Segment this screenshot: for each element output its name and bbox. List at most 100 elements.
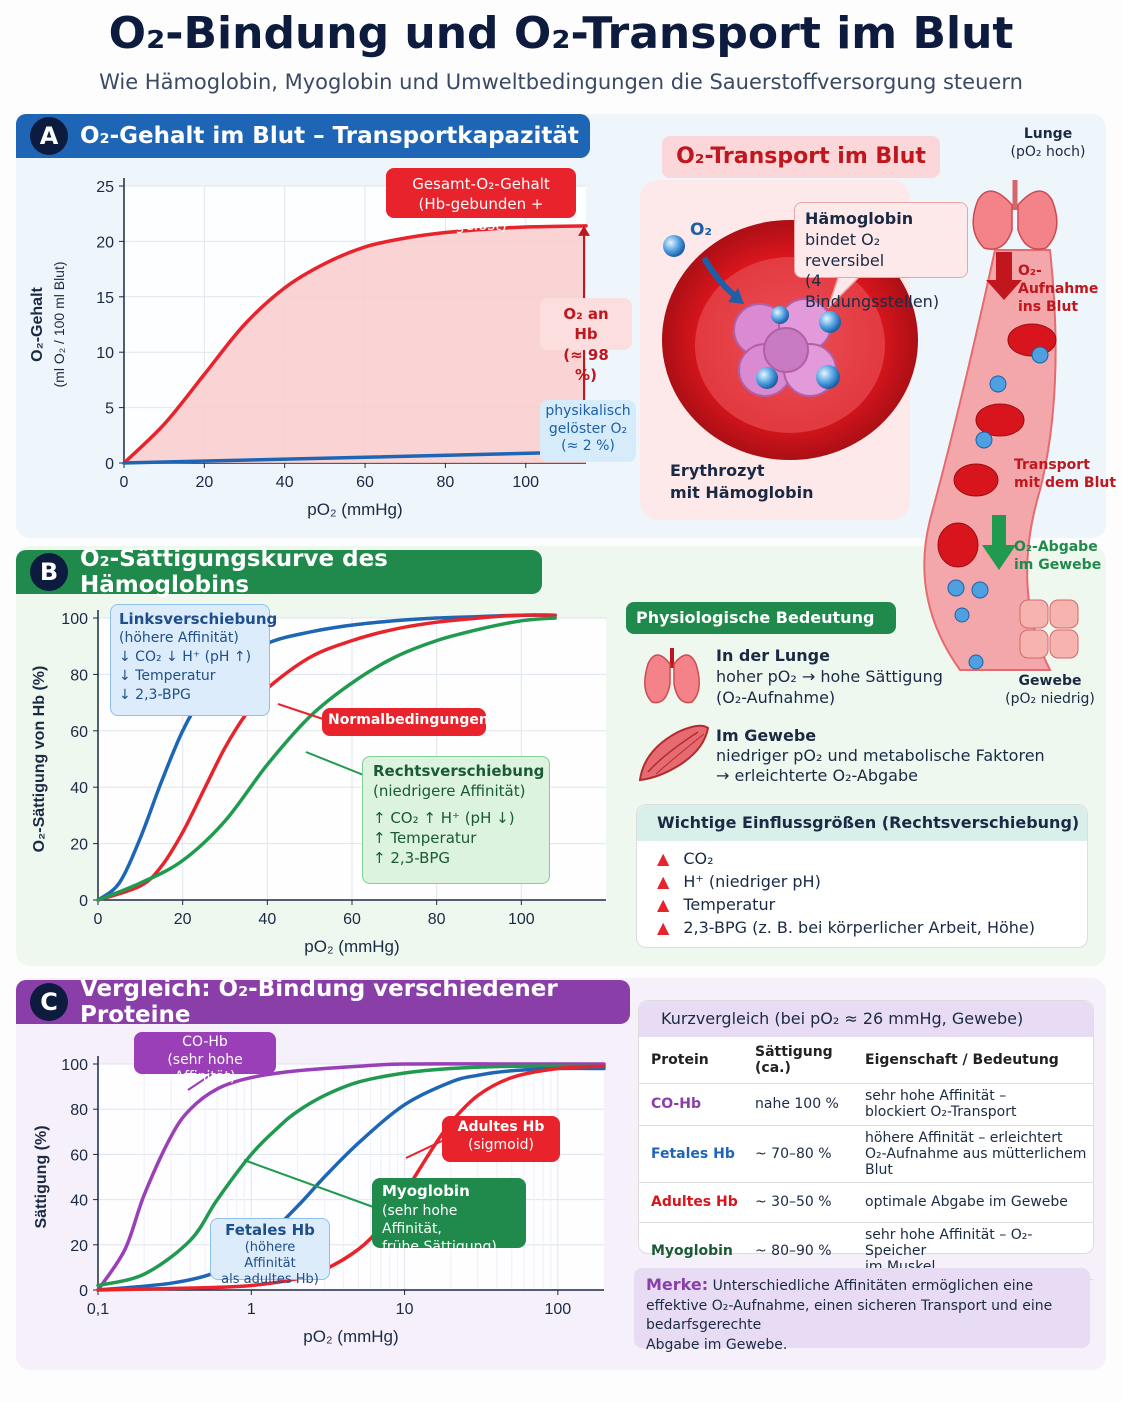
right-shift-box: Rechtsverschiebung (niedrigere Affinität…: [362, 756, 550, 884]
merke-line2: effektive O₂-Aufnahme, einen sicheren Tr…: [646, 1297, 1053, 1334]
lung-label-2: (pO₂ hoch): [1010, 143, 1086, 160]
cell-prop: optimale Abgabe im Gewebe: [859, 1182, 1093, 1223]
transport-label: Transport mit dem Blut: [1014, 456, 1116, 492]
uptake-label-2: ins Blut: [1018, 299, 1079, 316]
y-tick-label: 40: [70, 1193, 88, 1210]
cell-prop-2: blockiert O₂-Transport: [865, 1104, 1017, 1120]
page-subtitle: Wie Hämoglobin, Myoglobin und Umweltbedi…: [99, 70, 1023, 94]
factor-text: 2,3-BPG (z. B. bei körperlicher Arbeit, …: [683, 918, 1035, 937]
y-axis-label: O₂-Sättigung von Hb (%): [31, 666, 48, 853]
y-tick-label: 15: [96, 290, 114, 307]
comparison-header-text: Kurzvergleich (bei pO₂ ≈ 26 mmHg, Gewebe…: [661, 1009, 1024, 1028]
x-tick-label: 100: [508, 911, 535, 928]
y-tick-label: 0: [79, 1283, 88, 1300]
table-header-row: Protein Sättigung(ca.) Eigenschaft / Bed…: [639, 1037, 1093, 1084]
physio-tissue: Im Gewebe niedriger pO₂ und metabolische…: [716, 726, 1045, 786]
col-sat-a: Sättigung: [755, 1043, 833, 1060]
ery-label-2: mit Hämoglobin: [670, 483, 814, 503]
up-arrow-icon: ▲: [657, 872, 670, 891]
tissue-label-2: (pO₂ niedrig): [1005, 691, 1095, 708]
muscle-icon: [638, 724, 710, 782]
y-tick-label: 100: [61, 1057, 88, 1074]
label-cohb-2: (sehr hohe Affinität): [167, 1051, 243, 1086]
col-sat-b: (ca.): [755, 1059, 791, 1076]
lung-icon: [972, 180, 1058, 250]
physio-tissue-title: Im Gewebe: [716, 726, 817, 745]
comparison-header: Kurzvergleich (bei pO₂ ≈ 26 mmHg, Gewebe…: [639, 1001, 1093, 1037]
label-cohb-1: CO-Hb: [182, 1034, 228, 1050]
x-tick-label: 0: [94, 911, 103, 928]
section-c-header: C Vergleich: O₂-Bindung verschiedener Pr…: [16, 976, 630, 1028]
page-title: O₂-Bindung und O₂-Transport im Blut: [108, 8, 1014, 59]
annotation-dissolved-line2: gelöster O₂: [548, 420, 628, 437]
left-shift-title: Linksverschiebung: [119, 610, 278, 628]
series-line: [96, 1062, 606, 1292]
series-line: [96, 616, 557, 902]
y-tick-label: 100: [61, 611, 88, 628]
tissue-icon: [1019, 599, 1079, 659]
section-b-title: O₂-Sättigungskurve des Hämoglobins: [80, 546, 388, 598]
physio-lung-line1: hoher pO₂ → hohe Sättigung: [716, 666, 943, 686]
cell-sat: ~ 30–50 %: [749, 1182, 859, 1223]
merke-title: Merke:: [646, 1275, 709, 1294]
table-row: Adultes Hb ~ 30–50 % optimale Abgabe im …: [639, 1182, 1093, 1223]
x-tick-label: 40: [258, 911, 276, 928]
x-tick-label: 10: [396, 1301, 414, 1318]
right-shift-line3: ↑ 2,3-BPG: [373, 849, 451, 867]
cell-prop-1: höhere Affinität – erleichtert: [865, 1129, 1063, 1146]
x-tick-label: 0: [120, 474, 129, 491]
y-axis-label: Sättigung (%): [33, 1125, 50, 1228]
x-tick-label: 1: [247, 1301, 256, 1318]
blood-vessel-illustration: [923, 180, 1079, 671]
cell-protein: Adultes Hb: [639, 1182, 749, 1223]
y-tick-label: 25: [96, 179, 114, 196]
physio-header: Physiologische Bedeutung: [626, 602, 896, 634]
lung-small-icon: [644, 648, 700, 704]
section-a-letter: A: [30, 117, 68, 155]
factor-item: ▲Temperatur: [657, 893, 1067, 916]
label-fetal-1: Fetales Hb: [225, 1221, 315, 1239]
release-label: O₂-Abgabe im Gewebe: [1014, 538, 1101, 574]
factor-text: H⁺ (niedriger pH): [683, 872, 821, 891]
cell-sat: ~ 70–80 %: [749, 1125, 859, 1183]
tissue-label-1: Gewebe: [1018, 673, 1082, 689]
left-shift-box: Linksverschiebung (höhere Affinität) ↓ C…: [110, 604, 278, 716]
label-myo-3: frühe Sättigung): [382, 1238, 497, 1255]
merke-box: Merke: Unterschiedliche Affinitäten ermö…: [634, 1268, 1090, 1353]
up-arrow-icon: ▲: [657, 918, 670, 937]
label-myo-2: (sehr hohe Affinität,: [382, 1202, 458, 1237]
release-label-1: O₂-Abgabe: [1014, 539, 1098, 555]
table-row: CO-Hb nahe 100 % sehr hohe Affinität –bl…: [639, 1083, 1093, 1126]
y-tick-label: 40: [70, 780, 88, 797]
annotation-dissolved-line1: physikalisch: [545, 403, 631, 419]
uptake-label: O₂-Aufnahme ins Blut: [1018, 262, 1122, 317]
x-tick-label: 20: [195, 474, 213, 491]
red-blood-cells: [937, 323, 1057, 568]
left-shift-sub: (höhere Affinität): [119, 630, 239, 647]
o2-label: O₂: [690, 220, 712, 240]
y-tick-label: 20: [96, 234, 114, 251]
y-tick-label: 60: [70, 1147, 88, 1164]
label-fetal-2: (höhere Affinität: [244, 1239, 296, 1271]
physio-lung-line2: (O₂-Aufnahme): [716, 687, 836, 707]
label-adult-2: (sigmoid): [468, 1137, 534, 1154]
series-line: [122, 224, 588, 465]
cohb-pointer: [187, 1073, 213, 1091]
o2-molecule-icon: [663, 235, 685, 257]
factors-panel: Wichtige Einflussgrößen (Rechtsverschieb…: [636, 804, 1088, 948]
tissue-label: Gewebe (pO₂ niedrig): [1000, 672, 1100, 708]
merke-line1: Unterschiedliche Affinitäten ermöglichen…: [712, 1278, 1034, 1294]
annotation-dissolved: physikalisch gelöster O₂ (≈ 2 %): [540, 400, 636, 462]
col-saturation: Sättigung(ca.): [749, 1037, 859, 1084]
comparison-table: Protein Sättigung(ca.) Eigenschaft / Bed…: [639, 1037, 1093, 1280]
transport-label-1: Transport: [1014, 457, 1090, 473]
o2-bubbles: [947, 346, 1049, 670]
x-tick-label: 60: [356, 474, 374, 491]
label-cohb: CO-Hb (sehr hohe Affinität): [134, 1032, 276, 1085]
factor-item: ▲ 2,3-BPG (z. B. bei körperlicher Arbeit,…: [657, 916, 1067, 939]
annotation-hb-line1: O₂ an Hb: [563, 305, 609, 344]
y-tick-label: 80: [70, 1102, 88, 1119]
annotation-hb-line2: (≈ 98 %): [563, 345, 609, 384]
annotation-total-line1: Gesamt-O₂-Gehalt: [412, 175, 550, 193]
